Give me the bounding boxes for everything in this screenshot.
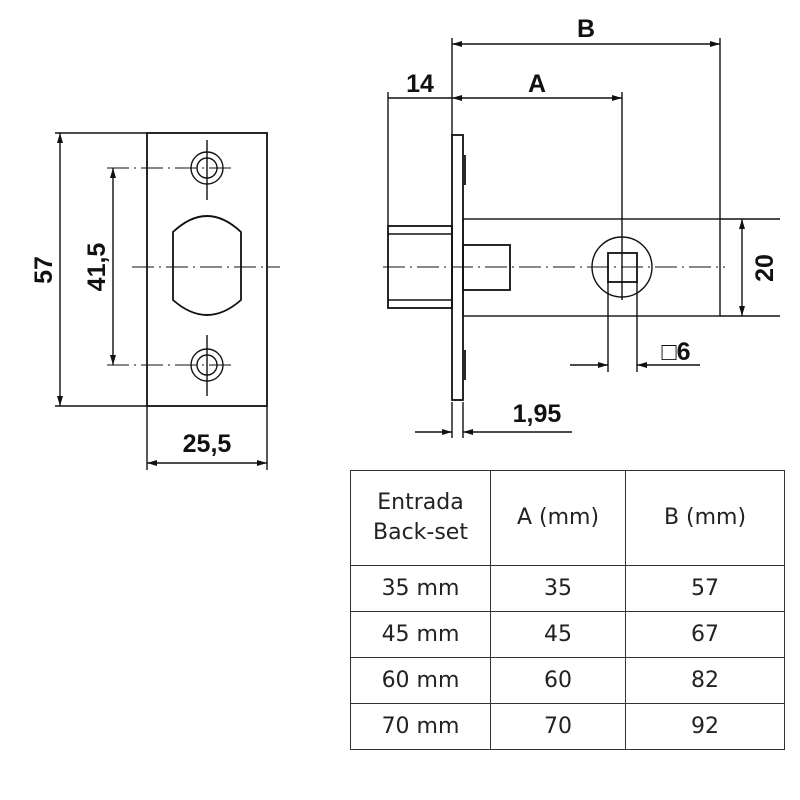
cell: 70 mm bbox=[350, 703, 491, 750]
cell: 60 mm bbox=[350, 657, 491, 704]
dim-height-label: 57 bbox=[30, 256, 58, 284]
header-b: B (mm) bbox=[625, 470, 785, 566]
dim-plate-thickness-label: 1,95 bbox=[513, 400, 562, 428]
cell: 70 bbox=[490, 703, 626, 750]
latch-slot bbox=[172, 215, 242, 316]
cell: 45 bbox=[490, 611, 626, 658]
cell: 82 bbox=[625, 657, 785, 704]
dim-hole-spacing-label: 41,5 bbox=[83, 243, 111, 292]
dim-a-label: A bbox=[528, 70, 546, 98]
cell: 35 bbox=[490, 565, 626, 612]
cell: 57 bbox=[625, 565, 785, 612]
dim-width-label: 25,5 bbox=[183, 430, 232, 458]
dim-b-label: B bbox=[577, 15, 595, 43]
dim-20-label: 20 bbox=[751, 254, 779, 282]
cell: 92 bbox=[625, 703, 785, 750]
cell: 60 bbox=[490, 657, 626, 704]
faceplate-front-view: 57 41,5 25,5 bbox=[30, 132, 280, 470]
header-line-2: Back-set bbox=[373, 520, 468, 545]
screw-hole-bottom bbox=[107, 335, 235, 396]
dim-square-label: □6 bbox=[661, 338, 690, 366]
screw-hole-top bbox=[107, 140, 235, 200]
cell: 67 bbox=[625, 611, 785, 658]
dim-14-label: 14 bbox=[406, 70, 434, 98]
latch-side-view: B A 14 20 □6 1,95 bbox=[383, 15, 780, 438]
cell: 45 mm bbox=[350, 611, 491, 658]
header-a: A (mm) bbox=[490, 470, 626, 566]
cell: 35 mm bbox=[350, 565, 491, 612]
header-line-1: Entrada bbox=[377, 490, 464, 515]
latch-drawing: 57 41,5 25,5 B A 14 bbox=[30, 15, 780, 470]
